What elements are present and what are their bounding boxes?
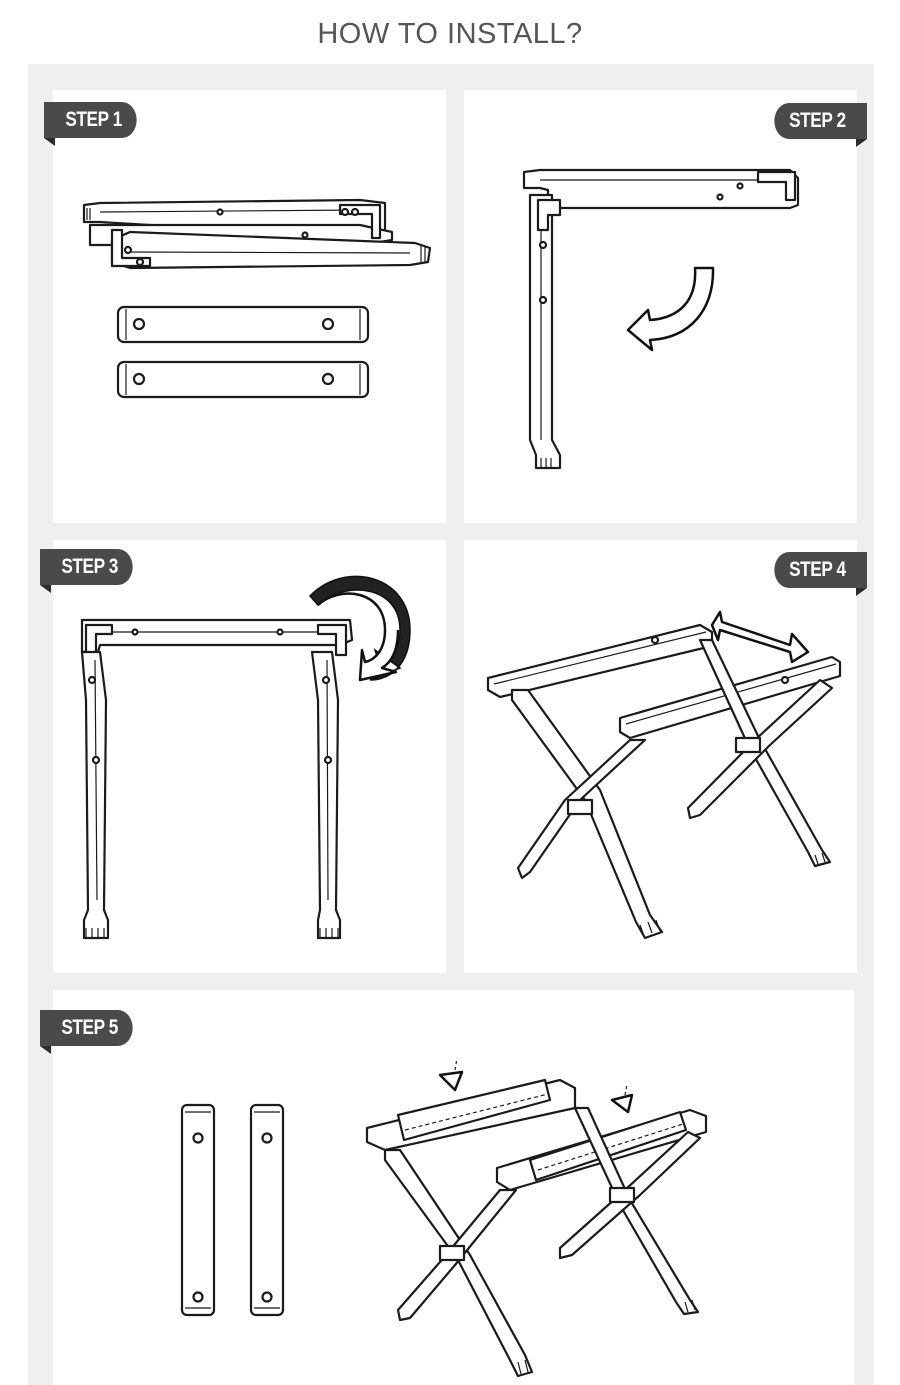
step-2-curved-arrow — [626, 266, 715, 352]
step-3-frame-illustration — [80, 618, 354, 940]
step-2-frame-illustration — [522, 168, 800, 470]
step-5-badge: STEP 5 — [40, 1010, 133, 1046]
step-4-stand-illustration — [486, 623, 842, 940]
step-2-badge: STEP 2 — [774, 103, 867, 139]
step-3-badge: STEP 3 — [40, 549, 133, 585]
step-3-rotate-arrow-inner — [317, 592, 400, 682]
step-1-badge: STEP 1 — [44, 102, 137, 138]
step-4-panel — [464, 540, 857, 973]
step-1-folded-frame-illustration — [82, 198, 432, 270]
step-5-stand-illustration — [365, 1078, 708, 1378]
step-5-tube-illustration — [180, 1103, 285, 1317]
step-4-badge: STEP 4 — [774, 552, 867, 588]
step-1-badge-fold — [44, 138, 55, 146]
step-2-badge-fold — [856, 139, 867, 147]
step-5-badge-fold — [40, 1046, 51, 1054]
page-title: HOW TO INSTALL? — [317, 18, 583, 50]
step-5-insert-arrow-icon — [438, 1057, 634, 1114]
step-1-tube-illustration — [116, 305, 370, 399]
step-4-double-arrow — [710, 610, 810, 664]
step-4-badge-fold — [856, 588, 867, 596]
step-3-badge-fold — [40, 585, 51, 593]
